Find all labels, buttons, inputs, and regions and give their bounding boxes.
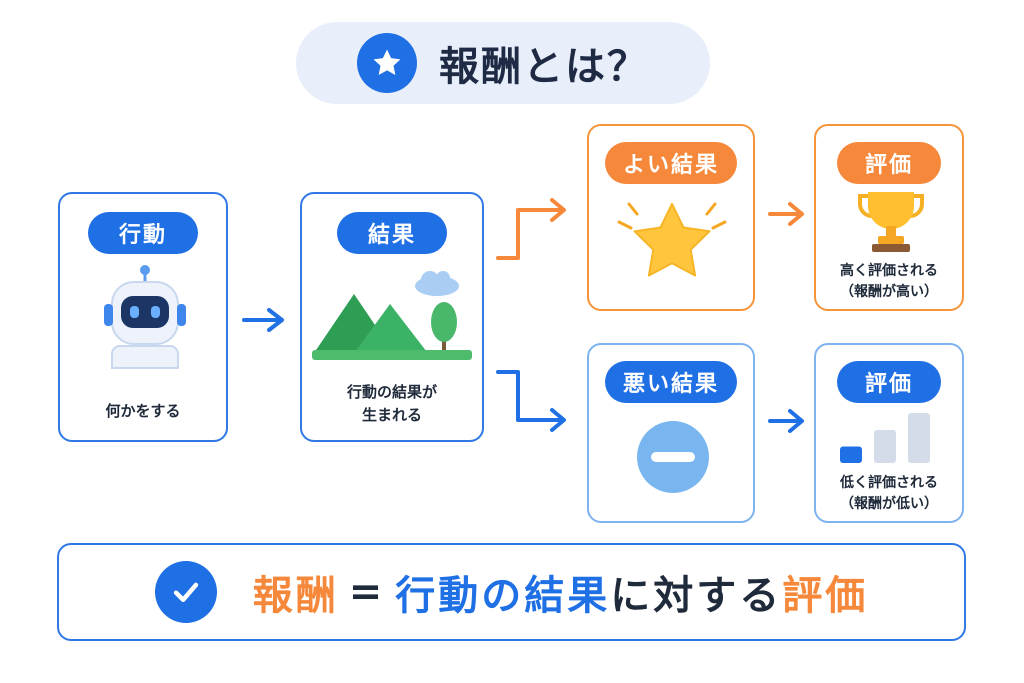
- formula-reward: 報酬: [252, 573, 339, 619]
- action-label: 行動: [88, 212, 198, 254]
- check-icon: [154, 561, 217, 623]
- page-title: 報酬とは？: [439, 44, 649, 90]
- bad-result-card: 悪い結果: [587, 343, 755, 523]
- bad-result-label: 悪い結果: [605, 361, 737, 403]
- action-card: 行動 何かをする: [58, 192, 228, 442]
- result-caption-2: 生まれる: [361, 406, 422, 424]
- formula-text: 報酬 = 行動の結果 に対する 評価: [253, 563, 869, 621]
- formula-connector: に対する: [610, 573, 783, 619]
- level-bar-1: [840, 446, 862, 463]
- bad-eval-caption-2: （報酬が低い）: [840, 496, 938, 512]
- result-label: 結果: [337, 212, 447, 254]
- level-bar-2: [874, 430, 896, 463]
- good-result-label: よい結果: [605, 142, 737, 184]
- title-pill: 報酬とは？: [296, 22, 710, 104]
- branch-down-arrow-icon: [496, 370, 566, 432]
- good-eval-caption-2: （報酬が高い）: [840, 284, 938, 300]
- arrow-right-icon: [768, 202, 804, 226]
- bad-eval-label: 評価: [837, 361, 941, 403]
- bad-eval-card: 評価 低く評価される （報酬が低い）: [814, 343, 964, 523]
- star-icon: [357, 33, 417, 93]
- branch-up-arrow-icon: [496, 198, 566, 260]
- good-eval-label: 評価: [837, 142, 941, 184]
- good-result-card: よい結果: [587, 124, 755, 311]
- result-card: 結果 行動の結果が 生まれる: [300, 192, 484, 442]
- formula-evaluation: 評価: [782, 573, 869, 619]
- robot-icon: [90, 262, 200, 372]
- minus-circle-icon: [633, 417, 713, 497]
- formula-action-result: 行動の結果: [395, 573, 611, 619]
- sparkle-star-icon: [609, 192, 735, 292]
- bar-levels-icon: [840, 413, 930, 463]
- arrow-right-icon: [242, 308, 284, 332]
- good-eval-caption-1: 高く評価される: [840, 263, 938, 279]
- formula-equals: =: [348, 569, 386, 615]
- level-bar-3: [908, 413, 930, 463]
- good-eval-card: 評価 高く評価される （報酬が高い）: [814, 124, 964, 311]
- landscape-icon: [312, 264, 477, 364]
- result-caption-1: 行動の結果が: [346, 383, 437, 401]
- arrow-right-icon: [768, 409, 804, 433]
- trophy-icon: [856, 188, 926, 254]
- action-caption: 何かをする: [105, 402, 181, 420]
- bad-eval-caption-1: 低く評価される: [840, 475, 938, 491]
- formula-box: 報酬 = 行動の結果 に対する 評価: [57, 543, 966, 641]
